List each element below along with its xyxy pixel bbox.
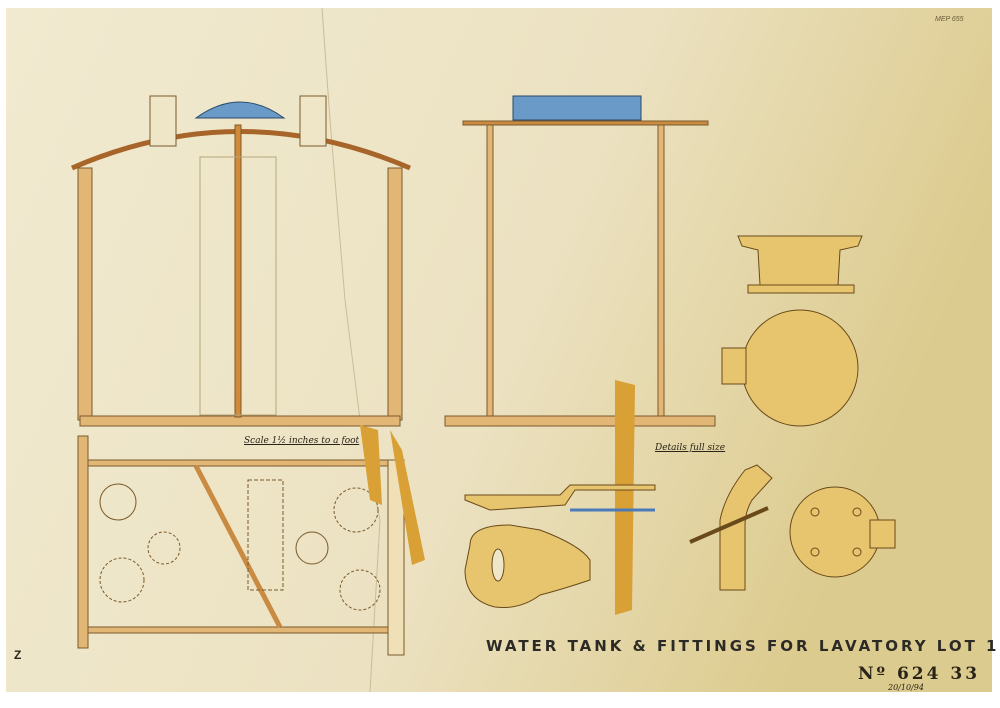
drawing-title: WATER TANK & FITTINGS FOR LAVATORY LOT 1…: [486, 637, 1000, 655]
side-elevation-view: [444, 95, 716, 615]
plan-view: [77, 425, 425, 656]
detail-flange: [789, 486, 896, 578]
drawing-number: Nº 624 33: [858, 664, 981, 684]
reference-number: MEP 655: [935, 16, 964, 23]
detail-elbow-pipe: [689, 464, 773, 591]
corner-mark: Z: [14, 648, 22, 662]
detail-tank-filler: [721, 235, 863, 427]
detail-overflow-fitting: [464, 484, 656, 608]
end-elevation-view: [71, 95, 411, 427]
scale-note: Scale 1½ inches to a foot: [244, 436, 360, 446]
drawing-date: 20/10/94: [888, 683, 924, 692]
details-note: Details full size: [655, 443, 726, 453]
